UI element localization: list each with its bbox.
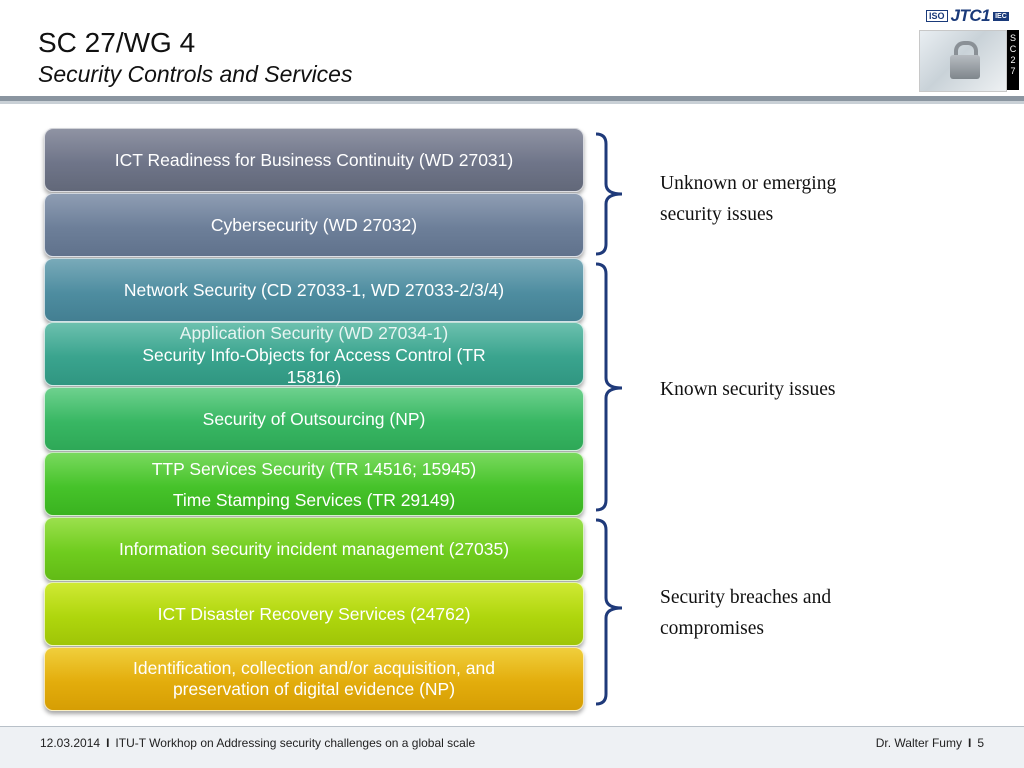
box-text: Network Security (CD 27033-1, WD 27033-2…: [123, 280, 505, 300]
box-security-info-objects: Application Security (WD 27034-1) Securi…: [44, 322, 584, 387]
group-label-line: security issues: [660, 204, 774, 225]
iec-logo-text: IEC: [993, 11, 1009, 21]
box-cybersecurity: Cybersecurity (WD 27032): [44, 193, 584, 257]
padlock-shackle: [954, 41, 978, 59]
sc27-letter: S: [1009, 33, 1016, 43]
box-text: Identification, collection and/or acquis…: [133, 658, 495, 678]
box-digital-evidence: Identification, collection and/or acquis…: [44, 647, 584, 711]
group-label-line: Known security issues: [660, 379, 836, 400]
bracket-unknown-issues: [595, 132, 623, 256]
box-disaster-recovery: ICT Disaster Recovery Services (24762): [44, 582, 584, 646]
box-ttp-services: TTP Services Security (TR 14516; 15945) …: [44, 452, 584, 516]
footer-event: ITU-T Workhop on Addressing security cha…: [115, 736, 476, 750]
box-text: ICT Readiness for Business Continuity (W…: [114, 150, 514, 170]
box-text: 15816): [286, 367, 342, 387]
sc27-letter: 2: [1010, 55, 1016, 65]
sc27-logo-strip: S C 2 7: [1007, 30, 1019, 90]
bracket-breaches: [595, 518, 623, 706]
box-text: Information security incident management…: [118, 539, 510, 559]
footer-separator: I: [967, 736, 972, 750]
box-text: ICT Disaster Recovery Services (24762): [157, 604, 471, 624]
group-label-known: Known security issues: [660, 374, 920, 405]
slide-title-block: SC 27/WG 4 Security Controls and Service…: [38, 28, 352, 88]
padlock-body: [950, 55, 980, 79]
footer-separator: I: [106, 736, 110, 750]
footer-left: 12.03.2014 I ITU-T Workhop on Addressing s…: [40, 736, 475, 750]
box-outsourcing: Security of Outsourcing (NP): [44, 387, 584, 451]
box-text: Time Stamping Services (TR 29149): [172, 489, 456, 510]
box-text: TTP Services Security (TR 14516; 15945): [151, 458, 477, 479]
jtc1-logo: ISO JTC1 IEC: [926, 6, 1016, 26]
footer-author: Dr. Walter Fumy: [875, 736, 962, 750]
group-label-line: Unknown or emerging: [660, 173, 837, 194]
padlock-photo: [919, 30, 1007, 92]
slide-subtitle: Security Controls and Services: [38, 61, 353, 87]
footer-date: 12.03.2014: [40, 736, 101, 750]
box-text: Security Info-Objects for Access Control…: [142, 345, 486, 365]
footer-page-number: 5: [977, 736, 984, 750]
group-label-line: compromises: [660, 618, 764, 639]
footer-divider: [0, 726, 1024, 727]
header-divider: [0, 96, 1024, 101]
box-text: Security of Outsourcing (NP): [202, 409, 426, 429]
sc27-letter: C: [1009, 44, 1017, 54]
box-overflow-text: Application Security (WD 27034-1): [179, 323, 449, 343]
box-incident-management: Information security incident management…: [44, 517, 584, 581]
group-label-breaches: Security breaches and compromises: [660, 582, 920, 644]
group-label-line: Security breaches and: [660, 587, 832, 608]
group-label-unknown: Unknown or emerging security issues: [660, 168, 920, 230]
jtc1-logo-text: JTC1: [950, 6, 991, 25]
header-divider-light: [0, 101, 1024, 104]
iso-logo-text: ISO: [926, 10, 948, 22]
box-text: preservation of digital evidence (NP): [172, 679, 456, 699]
box-network-security: Network Security (CD 27033-1, WD 27033-2…: [44, 258, 584, 322]
box-ict-readiness: ICT Readiness for Business Continuity (W…: [44, 128, 584, 192]
slide-title: SC 27/WG 4: [38, 27, 196, 58]
box-text: Cybersecurity (WD 27032): [210, 215, 418, 235]
footer: 12.03.2014 I ITU-T Workhop on Addressing s…: [0, 727, 1024, 768]
sc27-letter: 7: [1010, 66, 1016, 76]
bracket-known-issues: [595, 262, 623, 512]
